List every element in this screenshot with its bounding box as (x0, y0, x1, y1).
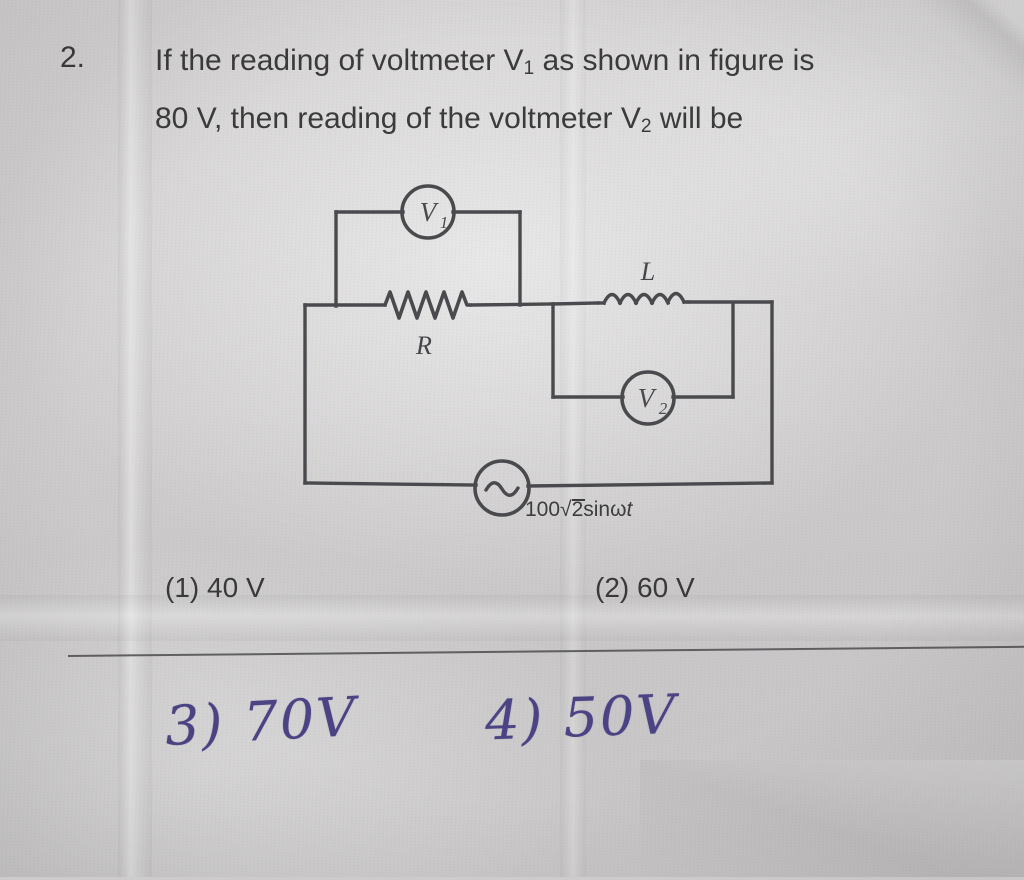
question-text: If the reading of voltmeter V1 as shown … (155, 36, 814, 152)
option-2-marker: (2) (595, 572, 630, 603)
question-line-2-post: will be (651, 102, 744, 136)
option-3-handwritten[interactable]: 3) 70V (163, 685, 359, 758)
question-line-2-pre: 80 V, then reading of the voltmeter V (155, 102, 641, 136)
question-line-2-sub: 2 (640, 116, 652, 138)
question-line-1-post: as shown in figure is (534, 44, 815, 77)
option-1-marker: (1) (165, 572, 200, 603)
option-1-value: 40 V (207, 572, 265, 603)
option-4-handwritten[interactable]: 4) 50V (483, 682, 679, 753)
question-line-1-sub: 1 (523, 58, 535, 80)
option-1[interactable]: (1) 40 V (165, 572, 265, 604)
question-block: 2. If the reading of voltmeter V1 as sho… (60, 36, 960, 152)
question-line-1-pre: If the reading of voltmeter V (155, 44, 524, 77)
question-line-1: If the reading of voltmeter V1 as shown … (155, 36, 814, 94)
option-2[interactable]: (2) 60 V (595, 572, 695, 604)
option-2-value: 60 V (637, 572, 695, 603)
question-number: 2. (60, 41, 86, 74)
question-line-2: 80 V, then reading of the voltmeter V2 w… (155, 94, 814, 152)
